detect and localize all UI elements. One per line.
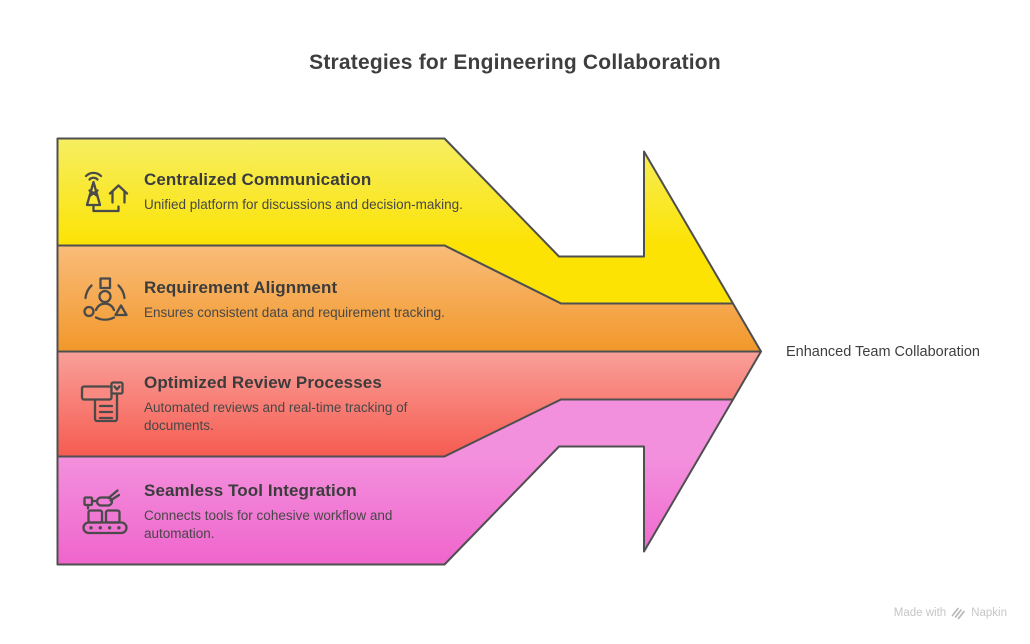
band-optimized-review-processes: Optimized Review Processes Automated rev… — [78, 352, 468, 456]
band-text: Centralized Communication Unified platfo… — [144, 170, 468, 214]
band-description: Automated reviews and real-time tracking… — [144, 400, 408, 433]
band-description: Connects tools for cohesive workflow and… — [144, 507, 393, 541]
person-shapes-icon — [83, 276, 128, 321]
broadcast-tower-home-icon — [84, 171, 129, 212]
band-text: Optimized Review Processes Automated rev… — [144, 373, 468, 435]
robot-conveyor-icon — [82, 488, 128, 534]
watermark-brand: Napkin — [971, 606, 1007, 619]
band-description: Ensures consistent data and requirement … — [144, 304, 445, 320]
document-review-icon — [80, 381, 124, 423]
watermark-prefix: Made with — [893, 606, 947, 619]
band-title: Requirement Alignment — [144, 277, 338, 297]
band-text: Requirement Alignment Ensures consistent… — [144, 278, 468, 322]
outcome-label: Enhanced Team Collaboration — [786, 344, 981, 360]
napkin-logo-icon — [951, 607, 966, 620]
band-title: Optimized Review Processes — [144, 373, 382, 392]
page-title: Strategies for Engineering Collaboration — [309, 51, 721, 74]
band-shape-seamless-tool-integration — [56, 398, 734, 566]
watermark: Made with Napkin — [894, 605, 1007, 620]
band-text: Seamless Tool Integration Connects tools… — [144, 481, 468, 543]
band-title: Centralized Communication — [144, 169, 372, 189]
band-centralized-communication: Centralized Communication Unified platfo… — [78, 138, 468, 245]
band-requirement-alignment: Requirement Alignment Ensures consistent… — [78, 248, 468, 351]
band-seamless-tool-integration: Seamless Tool Integration Connects tools… — [78, 458, 468, 565]
band-description: Unified platform for discussions and dec… — [144, 196, 463, 212]
band-title: Seamless Tool Integration — [144, 480, 357, 500]
